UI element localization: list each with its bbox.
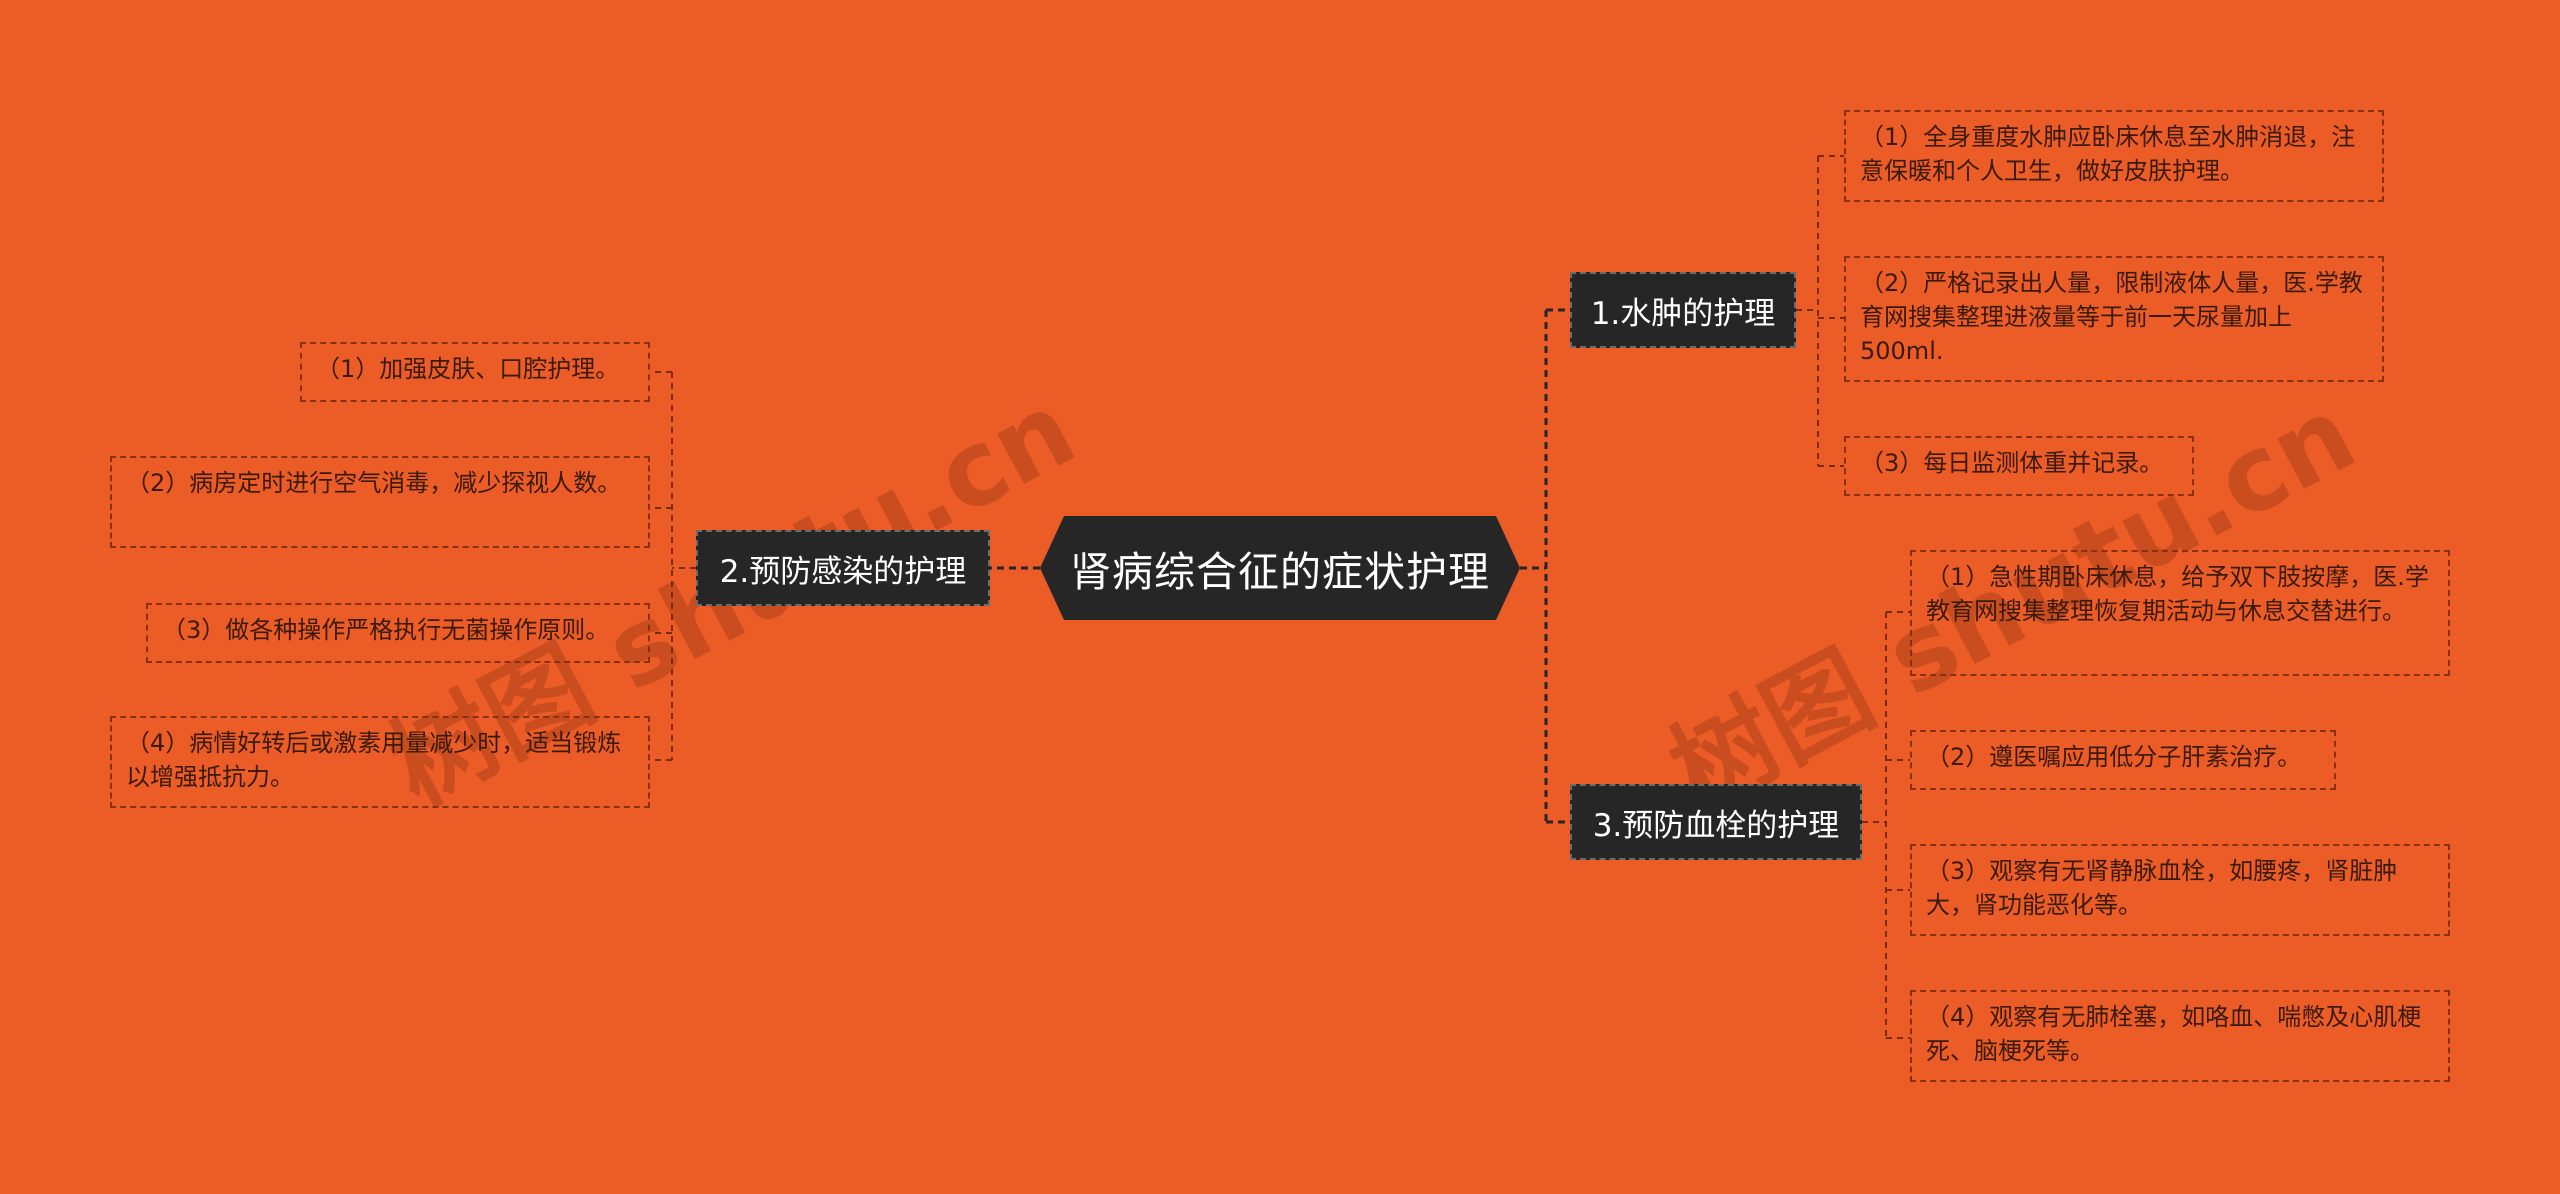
leaf-infection-3[interactable]: （3）做各种操作严格执行无菌操作原则。 [146, 603, 650, 663]
leaf-edema-1[interactable]: （1）全身重度水肿应卧床休息至水肿消退，注意保暖和个人卫生，做好皮肤护理。 [1844, 110, 2384, 202]
leaf-infection-1[interactable]: （1）加强皮肤、口腔护理。 [300, 342, 650, 402]
leaf-edema-2[interactable]: （2）严格记录出人量，限制液体人量，医.学教育网搜集整理进液量等于前一天尿量加上… [1844, 256, 2384, 382]
leaf-thrombosis-3[interactable]: （3）观察有无肾静脉血栓，如腰疼，肾脏肿大，肾功能恶化等。 [1910, 844, 2450, 936]
leaf-infection-4[interactable]: （4）病情好转后或激素用量减少时，适当锻炼以增强抵抗力。 [110, 716, 650, 808]
leaf-infection-2[interactable]: （2）病房定时进行空气消毒，减少探视人数。 [110, 456, 650, 548]
leaf-thrombosis-4[interactable]: （4）观察有无肺栓塞，如咯血、喘憋及心肌梗死、脑梗死等。 [1910, 990, 2450, 1082]
leaf-edema-3[interactable]: （3）每日监测体重并记录。 [1844, 436, 2194, 496]
branch-edema-care[interactable]: 1.水肿的护理 [1570, 272, 1796, 348]
branch-infection-prevention[interactable]: 2.预防感染的护理 [696, 530, 990, 606]
leaf-thrombosis-2[interactable]: （2）遵医嘱应用低分子肝素治疗。 [1910, 730, 2336, 790]
leaf-thrombosis-1[interactable]: （1）急性期卧床休息，给予双下肢按摩，医.学教育网搜集整理恢复期活动与休息交替进… [1910, 550, 2450, 676]
root-node[interactable]: 肾病综合征的症状护理 [1040, 516, 1520, 620]
branch-thrombosis-prevention[interactable]: 3.预防血栓的护理 [1570, 784, 1862, 860]
